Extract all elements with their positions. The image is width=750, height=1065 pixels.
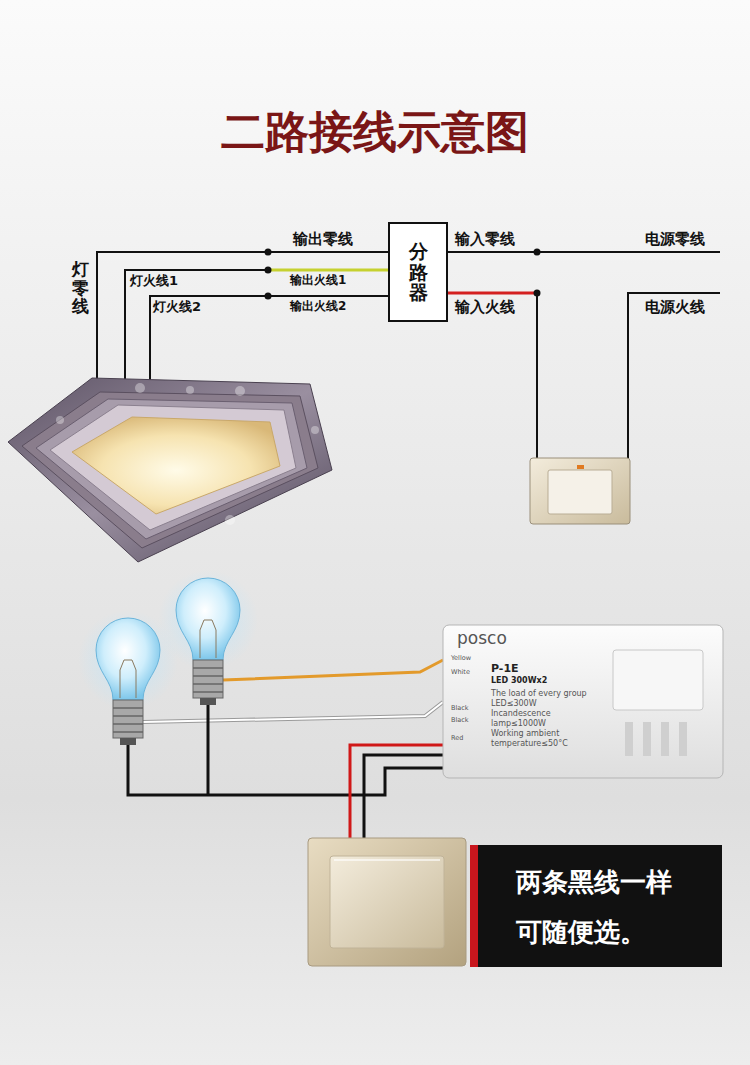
ceiling-lamp-part [8,378,332,562]
ceiling-lamp-part [36,399,307,539]
wire-label: 灯火线2 [153,300,201,315]
splitter-module-body-part [679,722,687,756]
splitter-box: 分路器 [388,222,448,322]
node-text: Incandescence [491,710,551,719]
node-text: temperature≤50°C [491,740,568,749]
light-bulb-part [200,620,216,658]
top-wires-part [448,251,720,253]
junction-dot-part [265,249,272,256]
node-text: P-1E [491,663,519,675]
splitter-module-body-part [443,625,723,778]
wall-switch-part [334,859,440,861]
ceiling-lamp-part-part [56,416,64,424]
node-text: lamp≤1000W [491,720,546,729]
wire-label: 电源火线 [645,299,705,316]
bottom-wires-part [207,705,210,795]
splitter-module: poscoP-1E LED 300Wx2The load of every gro… [443,625,723,778]
wall-switch [530,458,630,524]
junction-dot-part [534,290,541,297]
bottom-wires-part [223,660,443,680]
light-bulb-part [193,660,223,698]
light-bulb-part [96,618,160,700]
wire-label: 输出火线1 [290,274,346,288]
diagram-title: 二路接线示意图 [0,106,750,159]
wall-switch-part [577,465,584,469]
wire-label: 输入火线 [455,299,515,316]
node-text: posco [457,629,507,648]
wire-label: 灯零线 [72,260,89,316]
bottom-wires [128,660,443,842]
wall-switch-part [308,838,466,966]
ceiling-lamp [8,378,332,562]
node-text: Yellow [451,655,471,662]
light-bulb-part [158,570,258,670]
bottom-wires-part [143,702,443,722]
wire-label: 电源零线 [645,231,705,248]
light-bulb [158,570,258,705]
light-bulb-part [200,698,216,705]
node-text: LED≤300W [491,700,537,709]
wall-switch [308,838,466,966]
node-text: Black [451,717,469,724]
wire-label: 输出零线 [293,231,353,248]
ceiling-lamp-part [56,383,319,525]
wall-switch-part [530,458,630,524]
ceiling-lamp-part-part [225,515,235,525]
splitter-module-body-part [625,722,633,756]
wall-switch-part [330,856,444,948]
wire-label: 输入零线 [455,231,515,248]
ceiling-lamp-part [72,417,280,514]
ceiling-lamp-part [22,392,318,548]
note-box: 两条黑线一样 可随便选。 [470,845,722,967]
node-text: 分路器 [409,241,428,304]
junction-dot-part [534,249,541,256]
node-text: LED 300Wx2 [491,677,547,686]
ceiling-lamp-part-part [235,386,245,396]
wire-label: 输出火线2 [290,300,346,314]
ceiling-lamp-part-part [311,426,319,434]
light-bulb-part [193,668,223,692]
top-wires-part [536,293,538,460]
node-text: The load of every group [491,690,587,699]
node-text: Black [451,705,469,712]
top-wires-part [125,270,268,388]
light-bulb-part [113,708,143,732]
wire-label: 灯火线1 [130,274,178,289]
junction-dot-part [265,267,272,274]
ceiling-lamp-part-part [186,386,194,394]
red-wire [448,292,537,295]
bottom-wires-part [364,755,443,842]
top-wires-part [97,252,388,395]
node-text: White [451,669,470,676]
bottom-wires-part [350,745,443,842]
wall-switch-part [548,470,612,514]
light-bulb-part [176,578,240,660]
top-wires-part [150,296,388,382]
light-bulb-part [113,700,143,738]
splitter-module-body [443,625,723,778]
bottom-wires-part [143,702,443,722]
top-wires-part [628,293,720,460]
node-text: Red [451,735,463,742]
splitter-module-body-part [661,722,669,756]
bottom-wires-part [128,745,443,795]
light-bulb-part [120,660,136,698]
splitter-module-body-part [613,650,703,710]
junction-dot-part [265,293,272,300]
yellow-green-wire [268,269,388,272]
ceiling-lamp-part [50,405,296,530]
node-text: Working ambient [491,730,559,739]
ceiling-lamp-part-part [135,383,145,393]
light-bulb-part [120,738,136,745]
splitter-module-body-part [643,722,651,756]
node-text: 两条黑线一样 可随便选。 [516,857,691,957]
